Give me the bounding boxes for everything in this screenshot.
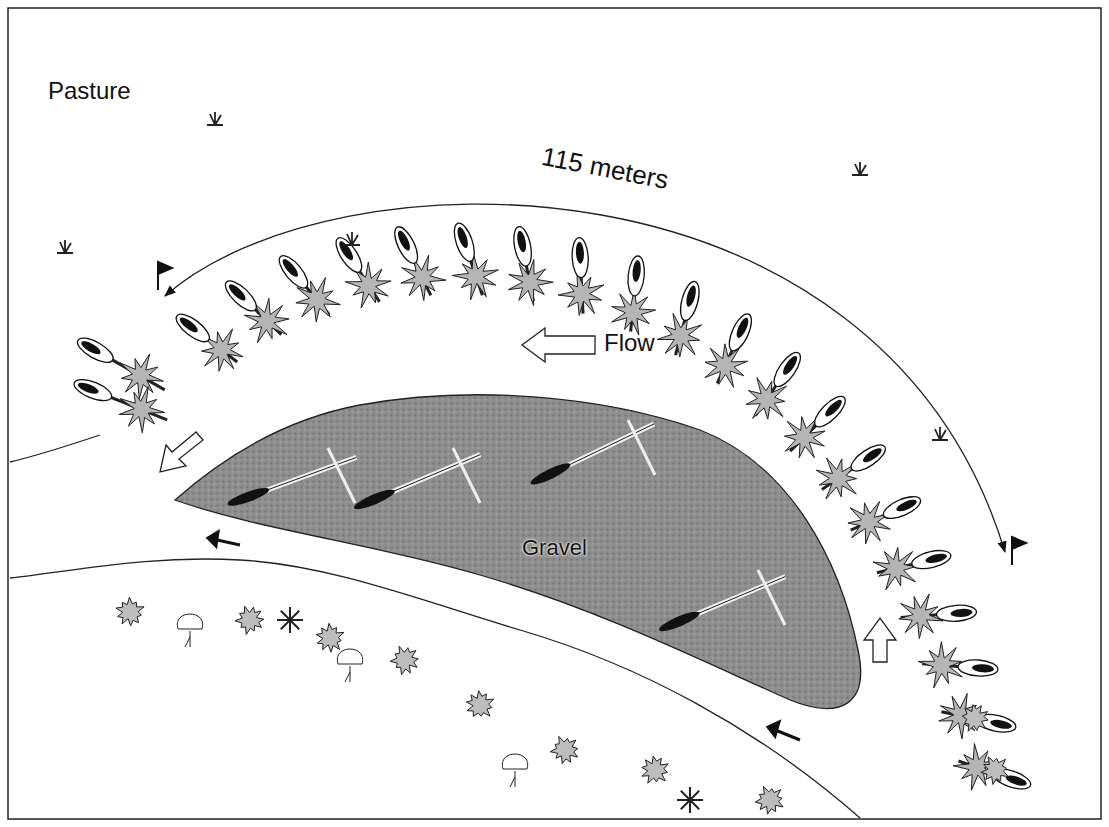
shrub: [390, 646, 418, 674]
length-arc: [165, 204, 1005, 552]
bank-vegetation: [57, 112, 1008, 814]
tree: [953, 744, 1033, 793]
end-marker: [1012, 537, 1026, 565]
gravel-bar: [175, 395, 861, 709]
tree: [899, 594, 977, 639]
palm: [277, 607, 303, 633]
current-arrow: [768, 722, 800, 740]
grass-tuft: [57, 240, 73, 253]
tree: [705, 311, 756, 387]
shrub: [116, 597, 144, 626]
shrub: [235, 606, 264, 634]
tree: [918, 642, 999, 688]
grass-tuft: [932, 427, 948, 440]
small-tree: [177, 614, 202, 647]
log: [657, 570, 785, 635]
tree: [221, 276, 289, 343]
small-tree: [502, 754, 527, 787]
tree: [939, 694, 1018, 739]
flow-arrow: [864, 618, 896, 662]
shrub: [755, 787, 783, 815]
tree-revetment: [71, 221, 1033, 793]
shrub: [642, 756, 668, 783]
tree: [74, 333, 165, 399]
tree: [450, 221, 498, 300]
tree: [657, 280, 703, 357]
tree: [848, 492, 924, 544]
tree: [390, 224, 446, 301]
tree: [172, 309, 243, 371]
palm: [677, 787, 703, 813]
tree: [873, 547, 953, 590]
shrub: [316, 623, 344, 652]
flow-arrow: [160, 432, 203, 472]
region-label: Pasture: [48, 78, 131, 104]
tree: [612, 255, 656, 335]
small-tree: [337, 649, 362, 682]
log: [528, 420, 655, 488]
flow-arrow: [522, 328, 595, 362]
grass-tuft: [344, 232, 360, 245]
log: [226, 448, 356, 509]
shrub: [962, 705, 988, 732]
shrub: [466, 691, 493, 717]
upper-bank: [10, 435, 100, 462]
flow-label: Flow: [604, 330, 655, 356]
grass-tuft: [207, 112, 223, 125]
lower-bank: [10, 559, 860, 818]
region-label: Gravel: [522, 536, 587, 560]
tree: [275, 251, 341, 322]
gravel-logs: [226, 420, 785, 635]
tree: [331, 234, 391, 308]
tree: [816, 440, 889, 499]
tree: [746, 348, 805, 419]
current-arrow: [208, 532, 240, 546]
grass-tuft: [852, 162, 868, 175]
end-marker: [158, 262, 172, 290]
tree: [784, 392, 849, 458]
dimension-label: 115 meters: [540, 142, 671, 195]
log: [352, 448, 480, 513]
shrub: [550, 736, 578, 763]
shrub: [981, 757, 1009, 785]
frame: [8, 8, 1101, 819]
tree: [71, 375, 167, 433]
tree: [508, 225, 553, 305]
tree: [558, 237, 604, 315]
